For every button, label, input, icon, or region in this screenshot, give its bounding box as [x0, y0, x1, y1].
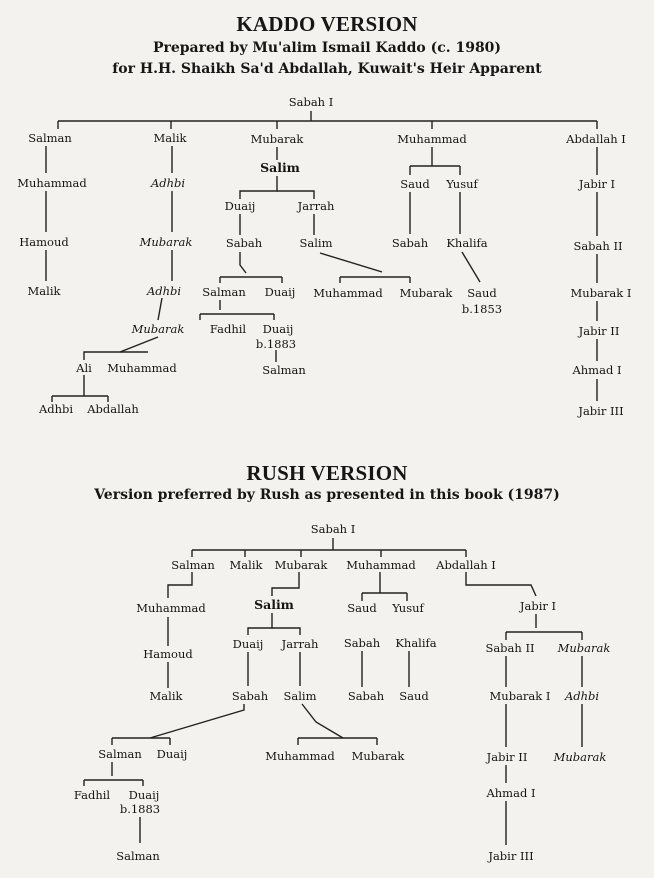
rush-node: Malik — [150, 689, 184, 703]
kaddo-node: Jabir I — [578, 177, 615, 191]
rush-node: Malik — [230, 558, 264, 572]
kaddo-node: Sabah I — [289, 95, 334, 109]
kaddo-tree-lines — [45, 111, 598, 402]
kaddo-node: Ahmad I — [571, 363, 621, 377]
rush-node: b.1883 — [120, 802, 160, 816]
kaddo-node: b.1853 — [462, 302, 502, 316]
kaddo-node: Malik — [28, 284, 62, 298]
rush-node: Sabah — [344, 636, 381, 650]
kaddo-node: Muhammad — [107, 361, 177, 375]
kaddo-node: Mubarak I — [571, 286, 632, 300]
kaddo-subtitle-line-2: for H.H. Shaikh Sa'd Abdallah, Kuwait's … — [112, 61, 542, 77]
rush-node: Sabah I — [311, 522, 356, 536]
kaddo-node: Jabir II — [578, 324, 620, 338]
rush-node: Mubarak — [352, 749, 406, 763]
rush-node: Saud — [347, 601, 377, 615]
rush-node: Jarrah — [281, 637, 319, 651]
kaddo-node: Muhammad — [313, 286, 383, 300]
kaddo-node: b.1883 — [256, 337, 296, 351]
kaddo-node: Malik — [154, 131, 188, 145]
kaddo-tree-names: Sabah I Salman Muhammad Hamoud Malik Mal… — [17, 95, 631, 418]
kaddo-node: Yusuf — [445, 177, 478, 191]
kaddo-node: Fadhil — [210, 322, 247, 336]
kaddo-node: Ali — [75, 361, 92, 375]
kaddo-node: Adhbi — [38, 402, 73, 416]
rush-node: Hamoud — [143, 647, 193, 661]
kaddo-node: Mubarak — [139, 235, 193, 249]
kaddo-node: Adhbi — [150, 176, 185, 190]
kaddo-node: Salman — [28, 131, 72, 145]
kaddo-node: Hamoud — [19, 235, 69, 249]
rush-node: Mubarak — [553, 750, 607, 764]
rush-node: Muhammad — [346, 558, 416, 572]
kaddo-node: Muhammad — [17, 176, 87, 190]
rush-node: Salman — [98, 747, 142, 761]
rush-node: Salman — [171, 558, 215, 572]
rush-node: Duaij — [157, 747, 188, 761]
rush-node: Salim — [284, 689, 317, 703]
kaddo-node: Mubarak — [400, 286, 454, 300]
rush-node: Saud — [399, 689, 429, 703]
rush-node: Muhammad — [136, 601, 206, 615]
kaddo-node: Salman — [262, 363, 306, 377]
kaddo-node: Saud — [467, 286, 497, 300]
rush-node: Duaij — [233, 637, 264, 651]
rush-node: Ahmad I — [485, 786, 535, 800]
rush-node: Adhbi — [564, 689, 599, 703]
rush-node: Mubarak I — [490, 689, 551, 703]
kaddo-node: Sabah — [226, 236, 263, 250]
rush-node: Mubarak — [275, 558, 329, 572]
kaddo-node: Salim — [300, 236, 333, 250]
kaddo-node: Salim — [260, 160, 300, 175]
rush-tree-names: Sabah I Salman Malik Mubarak Muhammad Ab… — [74, 522, 610, 863]
rush-node: Mubarak — [557, 641, 611, 655]
rush-node: Salim — [254, 597, 294, 612]
rush-node: Jabir III — [487, 849, 533, 863]
kaddo-title: KADDO VERSION — [236, 12, 418, 36]
rush-subtitle: Version preferred by Rush as presented i… — [94, 487, 560, 503]
rush-node: Muhammad — [265, 749, 335, 763]
rush-node: Jabir II — [486, 750, 528, 764]
rush-node: Duaij — [129, 788, 160, 802]
rush-node: Fadhil — [74, 788, 111, 802]
kaddo-node: Mubarak — [131, 322, 185, 336]
kaddo-node: Jabir III — [577, 404, 623, 418]
rush-node: Salman — [116, 849, 160, 863]
rush-tree-lines — [83, 538, 583, 845]
rush-node: Sabah II — [485, 641, 534, 655]
kaddo-node: Muhammad — [397, 132, 467, 146]
rush-node: Sabah — [232, 689, 269, 703]
kaddo-node: Duaij — [225, 199, 256, 213]
kaddo-node: Duaij — [265, 285, 296, 299]
kaddo-node: Sabah — [392, 236, 429, 250]
kaddo-node: Khalifa — [446, 236, 487, 250]
kaddo-node: Salman — [202, 285, 246, 299]
kaddo-node: Duaij — [263, 322, 294, 336]
kaddo-node: Saud — [400, 177, 430, 191]
kaddo-node: Jarrah — [297, 199, 335, 213]
kaddo-node: Sabah II — [573, 239, 622, 253]
kaddo-node: Mubarak — [251, 132, 305, 146]
rush-title: RUSH VERSION — [246, 461, 408, 485]
rush-node: Khalifa — [395, 636, 436, 650]
kaddo-subtitle-line-1: Prepared by Mu'alim Ismail Kaddo (c. 198… — [152, 40, 502, 56]
kaddo-node: Abdallah — [86, 402, 139, 416]
kaddo-node: Abdallah I — [565, 132, 626, 146]
rush-node: Yusuf — [391, 601, 424, 615]
rush-node: Abdallah I — [435, 558, 496, 572]
kaddo-node: Adhbi — [146, 284, 181, 298]
rush-node: Sabah — [348, 689, 385, 703]
rush-node: Jabir I — [519, 599, 556, 613]
